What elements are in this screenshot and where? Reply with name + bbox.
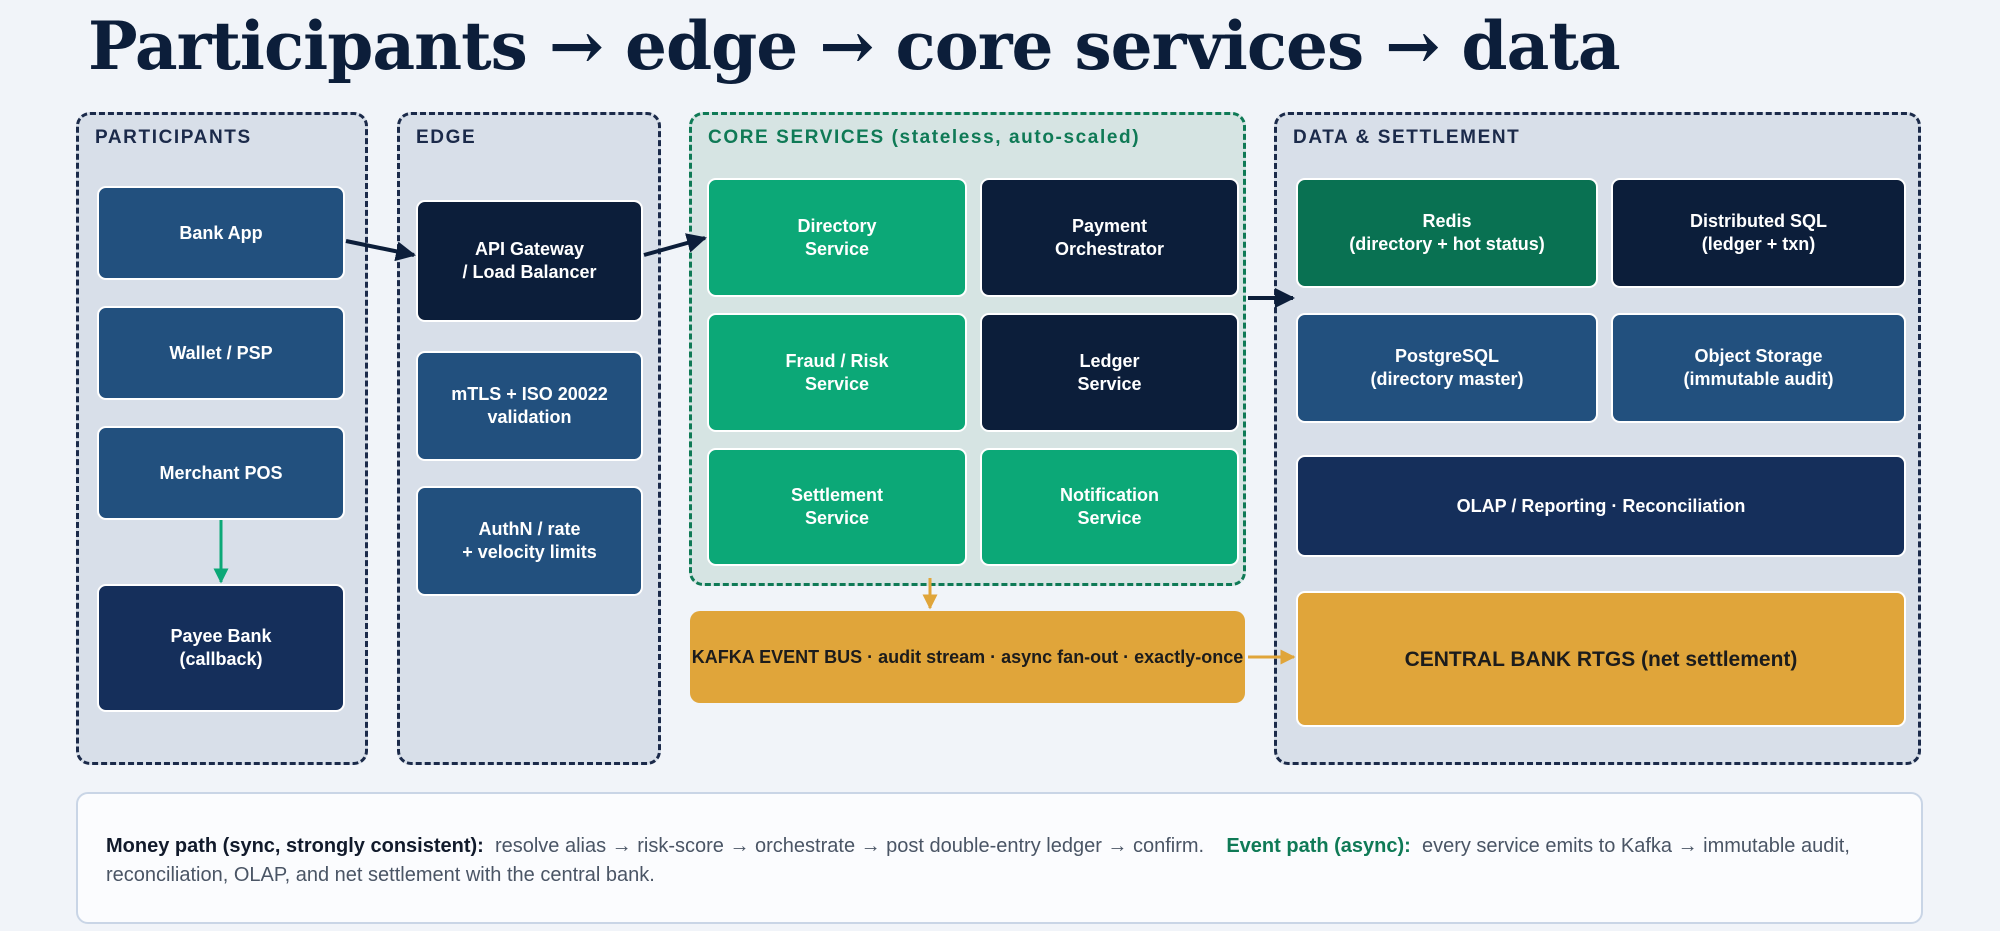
- fraud-risk-service-node[interactable]: Fraud / Risk Service: [707, 313, 967, 432]
- settlement-service-node[interactable]: Settlement Service: [707, 448, 967, 566]
- wallet-psp-node[interactable]: Wallet / PSP: [97, 306, 345, 400]
- redis-node[interactable]: Redis (directory + hot status): [1296, 178, 1598, 288]
- event-path-label: Event path (async):: [1226, 835, 1411, 857]
- distributed-sql-node[interactable]: Distributed SQL (ledger + txn): [1611, 178, 1906, 288]
- money-path-text: resolve alias → risk-score → orchestrate…: [494, 835, 1205, 857]
- event-path-text: every service emits to Kafka → immutable…: [106, 835, 1850, 886]
- merchant-pos-node[interactable]: Merchant POS: [97, 426, 345, 520]
- mtls-validation-node[interactable]: mTLS + ISO 20022 validation: [416, 351, 643, 461]
- money-path-label: Money path (sync, strongly consistent):: [106, 835, 484, 857]
- api-gateway-node[interactable]: API Gateway / Load Balancer: [416, 200, 643, 322]
- edge-group-label: EDGE: [416, 127, 477, 148]
- participants-group-label: PARTICIPANTS: [95, 127, 252, 148]
- ledger-service-node[interactable]: Ledger Service: [980, 313, 1239, 432]
- olap-reporting-node[interactable]: OLAP / Reporting · Reconciliation: [1296, 455, 1906, 557]
- notification-service-node[interactable]: Notification Service: [980, 448, 1239, 566]
- bank-app-node[interactable]: Bank App: [97, 186, 345, 280]
- kafka-event-bus[interactable]: KAFKA EVENT BUS · audit stream · async f…: [690, 611, 1245, 703]
- data-settlement-group-label: DATA & SETTLEMENT: [1293, 127, 1521, 148]
- page-title: Participants → edge → core services → da…: [88, 7, 1621, 85]
- core-services-group-label: CORE SERVICES (stateless, auto-scaled): [708, 127, 1141, 148]
- authn-rate-node[interactable]: AuthN / rate + velocity limits: [416, 486, 643, 596]
- directory-service-node[interactable]: Directory Service: [707, 178, 967, 297]
- payee-bank-node[interactable]: Payee Bank (callback): [97, 584, 345, 712]
- central-bank-rtgs-node[interactable]: CENTRAL BANK RTGS (net settlement): [1296, 591, 1906, 727]
- summary-note: Money path (sync, strongly consistent): …: [76, 792, 1923, 924]
- object-storage-node[interactable]: Object Storage (immutable audit): [1611, 313, 1906, 423]
- payment-orchestrator-node[interactable]: Payment Orchestrator: [980, 178, 1239, 297]
- postgresql-node[interactable]: PostgreSQL (directory master): [1296, 313, 1598, 423]
